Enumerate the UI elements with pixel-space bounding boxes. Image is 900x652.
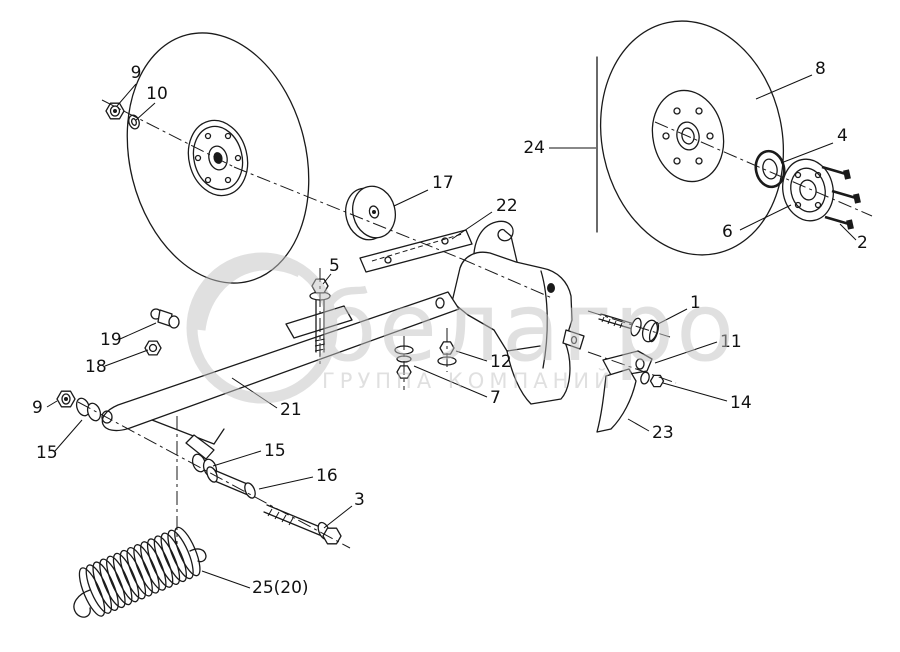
leader-lines xyxy=(46,74,857,589)
watermark-subtitle: ГРУППА КОМПАНИЙ xyxy=(322,368,615,393)
callout-12: 12 xyxy=(490,352,512,372)
callout-11: 11 xyxy=(720,332,742,352)
bracket-22 xyxy=(359,229,473,273)
grease-fitting-19 xyxy=(150,308,180,329)
scraper-mount-tab xyxy=(562,329,585,350)
callout-22: 22 xyxy=(496,196,518,216)
right-disc-assembly xyxy=(596,20,861,256)
callout-7: 7 xyxy=(490,388,501,408)
callout-1: 1 xyxy=(690,293,701,313)
callout-10: 10 xyxy=(146,84,168,104)
spring-hook-right xyxy=(189,548,207,563)
nut-18 xyxy=(144,340,162,356)
spring-25 xyxy=(73,526,207,618)
spring-hook-left xyxy=(73,589,91,618)
bushing-15-left xyxy=(75,397,102,422)
callout-19: 19 xyxy=(100,330,122,350)
callout-18: 18 xyxy=(85,357,107,377)
bolt-3 xyxy=(263,504,342,545)
nut-14 xyxy=(640,371,665,388)
callout-21: 21 xyxy=(280,400,302,420)
callouts: 9 10 17 22 8 24 4 2 6 5 19 18 9 15 21 12… xyxy=(32,59,868,598)
callout-3: 3 xyxy=(354,490,365,510)
watermark-title: белагро xyxy=(318,273,736,383)
bolts-2 xyxy=(821,165,861,230)
watermark: белагро ГРУППА КОМПАНИЙ xyxy=(186,252,736,404)
bearing-4 xyxy=(754,149,786,189)
callout-17: 17 xyxy=(432,173,454,193)
watermark-logo-curl xyxy=(194,259,303,331)
callout-8: 8 xyxy=(815,59,826,79)
callout-9-left: 9 xyxy=(32,398,43,418)
nut-9-top xyxy=(105,102,125,120)
callout-6: 6 xyxy=(722,222,733,242)
left-disc xyxy=(126,32,310,284)
housing-casting xyxy=(451,251,585,405)
callout-4: 4 xyxy=(837,126,848,146)
callout-16: 16 xyxy=(316,466,338,486)
callout-15-left: 15 xyxy=(36,443,58,463)
callout-9-top: 9 xyxy=(131,63,142,83)
callout-5: 5 xyxy=(329,256,340,276)
callout-25: 25(20) xyxy=(252,578,309,598)
roller-17 xyxy=(345,185,396,241)
bolt-1 xyxy=(598,313,660,343)
scraper-23 xyxy=(596,368,637,433)
callout-24: 24 xyxy=(523,138,545,158)
nut-9-left xyxy=(56,390,76,408)
callout-23: 23 xyxy=(652,423,674,443)
spring-lug xyxy=(185,434,215,460)
watermark-logo-circle xyxy=(186,252,338,404)
hub-6 xyxy=(782,158,834,222)
pin-16 xyxy=(206,466,256,499)
callout-14: 14 xyxy=(730,393,752,413)
axis-lines xyxy=(77,99,873,549)
callout-15-right: 15 xyxy=(264,441,286,461)
callout-2: 2 xyxy=(857,233,868,253)
